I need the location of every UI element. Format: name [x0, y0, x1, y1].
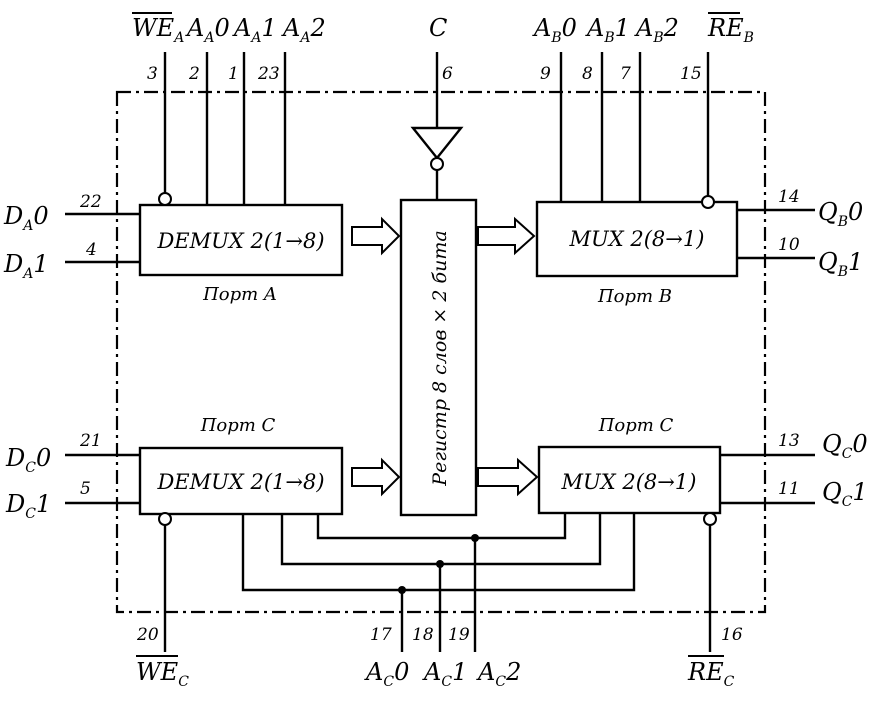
q-b0-label: QB0 — [818, 198, 863, 230]
a-c0-junction — [398, 586, 406, 594]
pin-14: 14 — [778, 187, 800, 207]
a-b1-label: AB1 — [585, 14, 630, 46]
q-c1-label: QC1 — [822, 478, 868, 510]
pin-10: 10 — [778, 235, 800, 255]
a-c1-label: AC1 — [422, 658, 467, 690]
a-a0-label: AA0 — [185, 14, 230, 46]
pin-2: 2 — [188, 64, 200, 84]
port-c-in-title: Порт C — [200, 415, 276, 436]
q-b1-label: QB1 — [818, 248, 863, 280]
pin-11: 11 — [778, 479, 800, 499]
pin-22: 22 — [79, 192, 102, 212]
pin-7: 7 — [620, 64, 631, 84]
a-c0-bus — [241, 513, 636, 592]
clock-inversion-bubble — [430, 157, 444, 171]
pin-20: 20 — [136, 625, 159, 645]
mux-port-b-block — [535, 200, 739, 278]
q-c0-label: QC0 — [822, 430, 868, 462]
we-c-label: WEC — [136, 658, 189, 690]
a-a1-label: AA1 — [232, 14, 277, 46]
a-c0-label: AC0 — [364, 658, 409, 690]
pin-4: 4 — [85, 240, 97, 260]
port-c-out-title: Порт C — [598, 415, 674, 436]
d-a0-label: DA0 — [3, 202, 49, 234]
pin-15: 15 — [680, 64, 702, 84]
re-b-label: REB — [707, 14, 754, 46]
pin-6: 6 — [442, 64, 453, 84]
register-label: Регистр 8 слов × 2 бита — [429, 230, 451, 486]
bus-arrow-register-to-portb — [477, 216, 536, 256]
pin-18: 18 — [412, 625, 434, 645]
a-c2-label: AC2 — [476, 658, 521, 690]
re-c-inversion-bubble — [703, 512, 717, 526]
pin-5: 5 — [80, 479, 91, 499]
pin-23: 23 — [257, 64, 280, 84]
pin-19: 19 — [448, 625, 470, 645]
re-c-label: REC — [687, 658, 735, 690]
d-c0-label: DC0 — [5, 444, 51, 476]
mux-port-c-block — [537, 445, 722, 515]
pin-13: 13 — [778, 431, 800, 451]
mux-port-c-function: MUX 2(8→1) — [561, 470, 697, 494]
port-b-title: Порт B — [597, 286, 672, 307]
re-b-inversion-bubble — [701, 195, 715, 209]
pin-3: 3 — [147, 64, 158, 84]
demux-port-c-block — [138, 446, 344, 516]
register-block — [399, 198, 478, 517]
port-a-title: Порт A — [202, 284, 277, 305]
bus-arrow-porta-to-register — [351, 216, 401, 256]
pin-21: 21 — [79, 431, 102, 451]
a-c2-bus — [316, 513, 567, 540]
pin-8: 8 — [582, 64, 593, 84]
a-b0-label: AB0 — [532, 14, 577, 46]
d-c1-label: DC1 — [5, 490, 51, 522]
d-a1-label: DA1 — [3, 250, 49, 282]
bus-arrow-register-to-portc — [477, 457, 539, 497]
bus-arrow-portc-to-register — [351, 457, 401, 497]
demux-port-a-block — [138, 203, 344, 277]
a-c2-junction — [471, 534, 479, 542]
a-a2-label: AA2 — [281, 14, 326, 46]
a-b2-label: AB2 — [634, 14, 679, 46]
clock-label: C — [429, 14, 447, 42]
demux-port-a-function: DEMUX 2(1→8) — [156, 229, 324, 253]
pin-1: 1 — [228, 64, 239, 84]
pin-17: 17 — [370, 625, 392, 645]
mux-port-b-function: MUX 2(8→1) — [569, 227, 705, 251]
a-c1-junction — [436, 560, 444, 568]
demux-port-c-function: DEMUX 2(1→8) — [156, 470, 324, 494]
pin-9: 9 — [540, 64, 551, 84]
clock-buffer-icon — [410, 126, 464, 160]
we-a-label: WEA — [132, 14, 184, 46]
we-a-inversion-bubble — [158, 192, 172, 206]
we-c-inversion-bubble — [158, 512, 172, 526]
pin-16: 16 — [721, 625, 743, 645]
